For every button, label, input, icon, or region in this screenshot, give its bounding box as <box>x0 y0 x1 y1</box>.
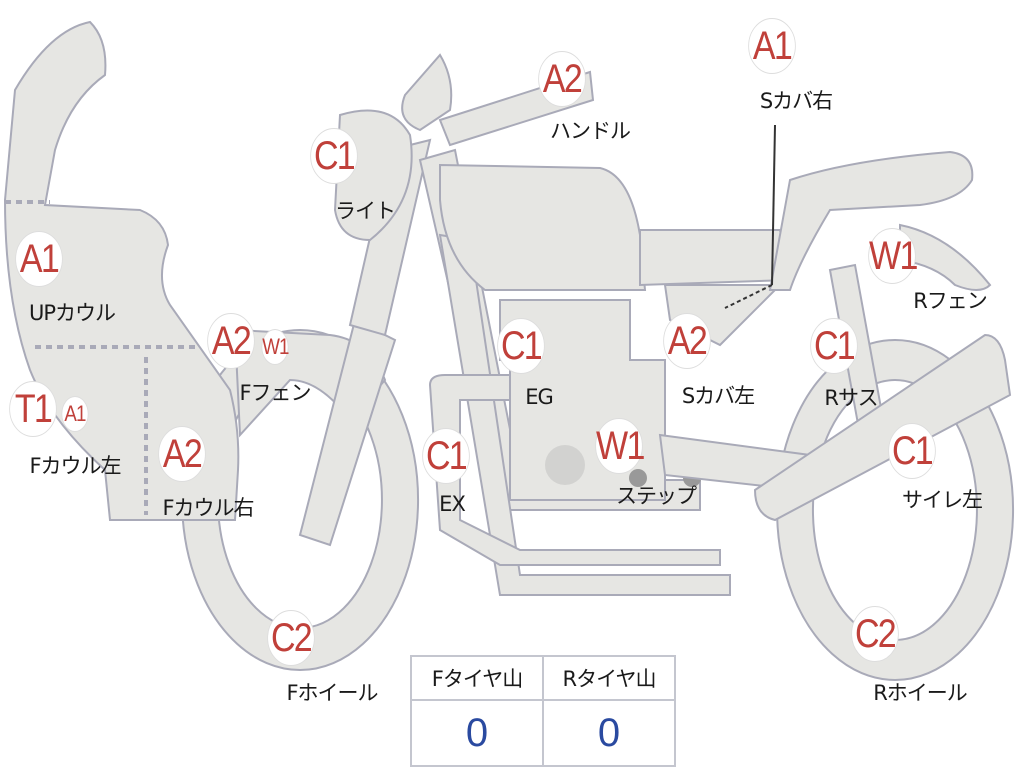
f-tire-value: 0 <box>410 699 544 767</box>
tire-tread-table: Fタイヤ山 Rタイヤ山 0 0 <box>410 655 676 767</box>
damage-code-badge: A2 <box>663 313 711 369</box>
damage-code-badge: C1 <box>888 423 936 479</box>
part-label: Sカバ左 <box>681 384 755 408</box>
damage-code-badge: C1 <box>422 428 470 484</box>
damage-code-badge: A1 <box>15 231 63 287</box>
part-label: Rフェン <box>913 289 988 313</box>
part-label: サイレ左 <box>902 488 983 512</box>
r-tire-value: 0 <box>542 699 676 767</box>
part-label: Rホイール <box>873 681 968 705</box>
damage-code-badge: A2 <box>207 313 255 369</box>
damage-code-badge: W1 <box>595 418 645 474</box>
part-label: UPカウル <box>28 301 116 325</box>
part-label: Fカウル右 <box>162 496 254 520</box>
damage-code-badge: C2 <box>851 606 899 662</box>
r-tire-header: Rタイヤ山 <box>542 655 676 701</box>
damage-code-badge: T1 <box>9 381 57 437</box>
damage-code-badge: A2 <box>538 51 586 107</box>
damage-code-badge: C1 <box>497 318 545 374</box>
damage-code-badge: C2 <box>267 610 315 666</box>
damage-code-badge: C1 <box>310 128 358 184</box>
f-tire-header: Fタイヤ山 <box>410 655 544 701</box>
part-label: ハンドル <box>550 119 631 143</box>
part-label: Fフェン <box>239 381 311 405</box>
part-label: EX <box>439 492 466 516</box>
damage-code-badge: C1 <box>810 318 858 374</box>
part-label: EG <box>525 385 554 409</box>
part-label: Fホイール <box>286 681 378 705</box>
part-label: Rサス <box>824 386 878 410</box>
part-label: Sカバ右 <box>759 89 833 113</box>
part-label: Fカウル左 <box>29 454 121 478</box>
tank-shape <box>439 163 647 291</box>
part-label: ステップ <box>616 484 697 508</box>
damage-code-badge: A1 <box>748 18 796 74</box>
damage-code-badge: W1 <box>261 329 289 365</box>
damage-code-badge: W1 <box>868 228 918 284</box>
cowl-shape <box>3 20 240 521</box>
damage-code-badge: A1 <box>61 396 89 432</box>
part-label: ライト <box>335 199 396 223</box>
damage-code-badge: A2 <box>158 426 206 482</box>
